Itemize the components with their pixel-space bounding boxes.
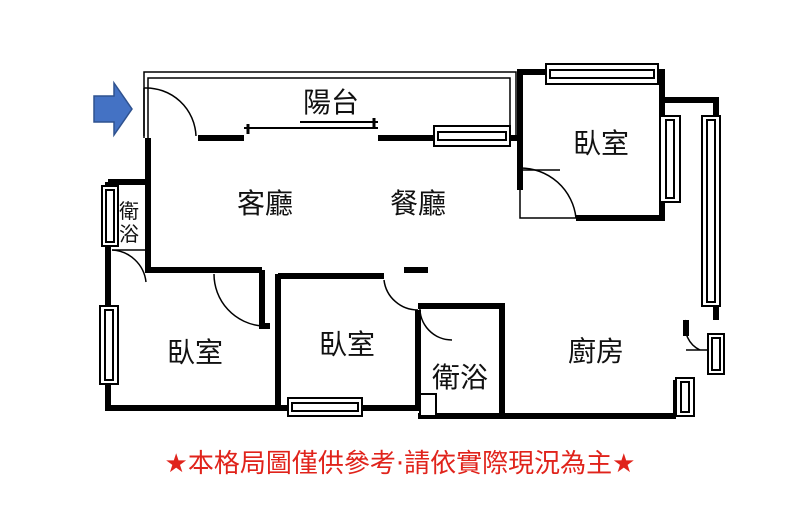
floor-plan: 陽台 客廳 餐廳 臥室 衛 浴 臥室 臥室 衛浴 廚房 <box>93 63 725 419</box>
window <box>707 333 725 375</box>
window <box>419 393 437 417</box>
disclaimer-text: ★本格局圖僅供參考·請依實際現況為主★ <box>164 449 636 479</box>
window <box>104 309 114 381</box>
bedroom-top-right-label: 臥室 <box>573 127 629 160</box>
window <box>433 125 511 147</box>
window <box>287 397 363 417</box>
window <box>101 185 119 247</box>
living-room-label: 客廳 <box>237 187 293 220</box>
entrance-door <box>143 87 197 137</box>
window <box>549 69 655 79</box>
window <box>545 63 659 85</box>
kitchen-label: 廚房 <box>568 335 624 368</box>
window <box>701 115 721 307</box>
window <box>291 402 359 412</box>
balcony-label: 陽台 <box>303 86 359 119</box>
door-swings <box>111 167 708 351</box>
bath-left-label-line2: 浴 <box>119 222 139 246</box>
bath-left-label-line1: 衛 <box>119 199 139 223</box>
window <box>706 119 716 303</box>
dining-room-label: 餐廳 <box>390 187 446 220</box>
balcony-sliding-door <box>244 118 378 134</box>
window <box>675 377 695 417</box>
window <box>99 305 119 385</box>
bath-middle-label: 衛浴 <box>432 361 488 394</box>
windows <box>99 63 725 417</box>
bedroom-middle-label: 臥室 <box>319 328 375 361</box>
window <box>437 131 507 141</box>
bedroom-left-label: 臥室 <box>167 336 223 369</box>
window <box>659 115 681 203</box>
window <box>105 189 115 243</box>
entrance-arrow-icon <box>93 80 133 138</box>
window <box>711 337 721 371</box>
window <box>665 119 675 199</box>
window <box>680 381 690 413</box>
